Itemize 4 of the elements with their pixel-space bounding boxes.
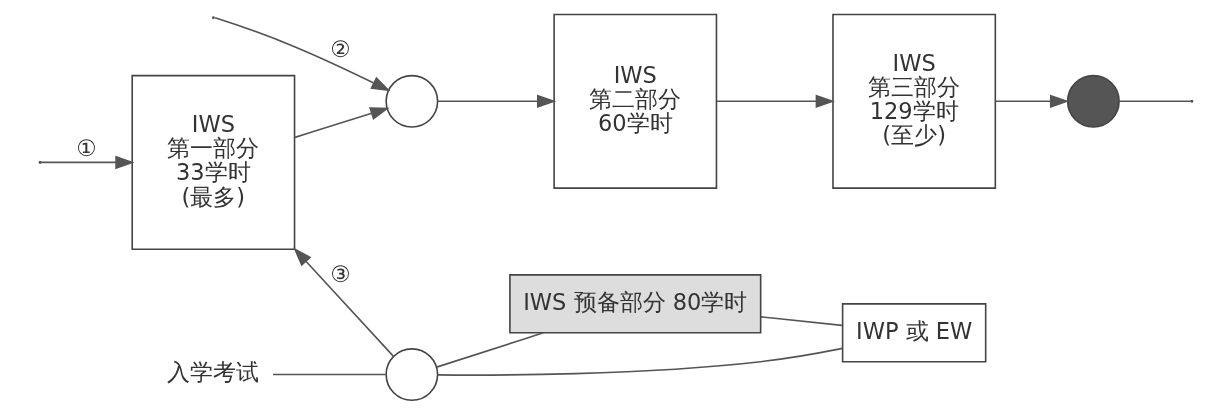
edge-label: ② bbox=[330, 35, 351, 62]
node-text: 入学考试 bbox=[167, 359, 260, 386]
edge-label: ① bbox=[76, 135, 97, 162]
edge-label: ③ bbox=[330, 260, 351, 287]
